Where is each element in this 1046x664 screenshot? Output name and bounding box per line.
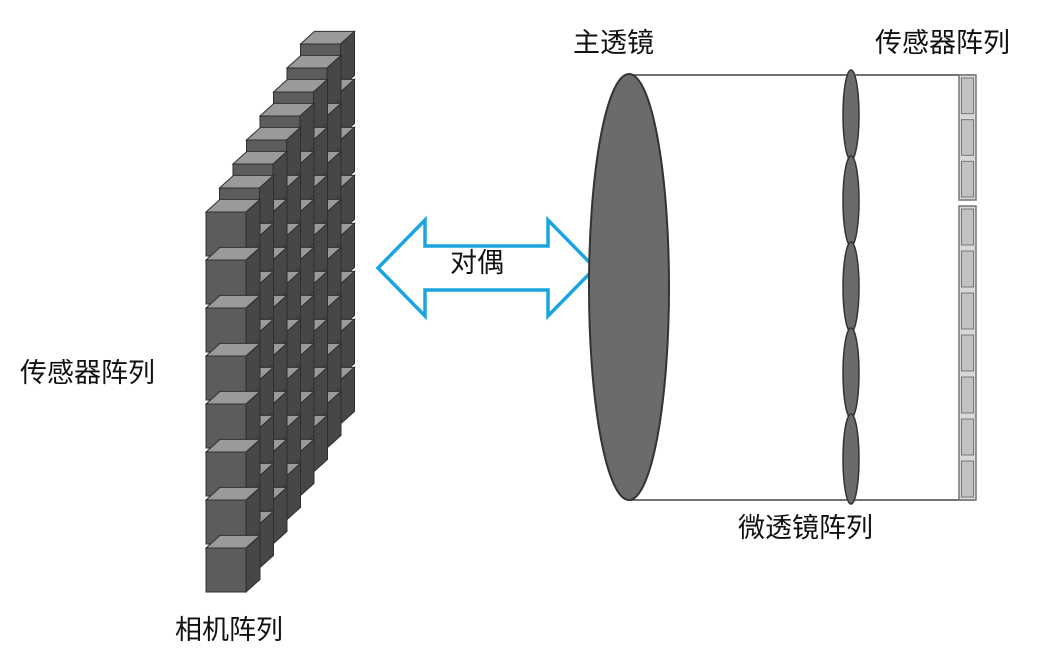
sensor-array-label-right: 传感器阵列	[875, 28, 1010, 59]
sensor-cell	[961, 250, 974, 288]
main-lens	[588, 73, 670, 501]
sensor-cell	[961, 292, 974, 330]
main-lens-label: 主透镜	[573, 28, 654, 59]
microlens	[842, 413, 860, 505]
sensor-cell	[961, 119, 974, 156]
microlens	[842, 69, 860, 161]
duality-label: 对偶	[450, 248, 504, 279]
plenoptic-camera-schematic	[588, 69, 977, 505]
sensor-cell	[961, 77, 974, 115]
sensor-cell	[961, 460, 974, 498]
microlens	[842, 327, 860, 419]
microlens	[842, 155, 860, 247]
sensor-cell	[961, 160, 974, 198]
microlens-array-label: 微透镜阵列	[738, 513, 873, 544]
sensor-array-label-left: 传感器阵列	[20, 358, 155, 389]
sensor-cell	[961, 334, 974, 372]
sensor-cell	[961, 418, 974, 456]
camera-array-label: 相机阵列	[175, 615, 283, 646]
sensor-cell	[961, 376, 974, 414]
sensor-cell	[961, 208, 974, 246]
camera-cube	[204, 534, 262, 594]
microlens	[842, 241, 860, 333]
sensor-segment	[958, 74, 977, 201]
camera-array-icon	[204, 30, 356, 594]
sensor-segment	[958, 205, 977, 501]
